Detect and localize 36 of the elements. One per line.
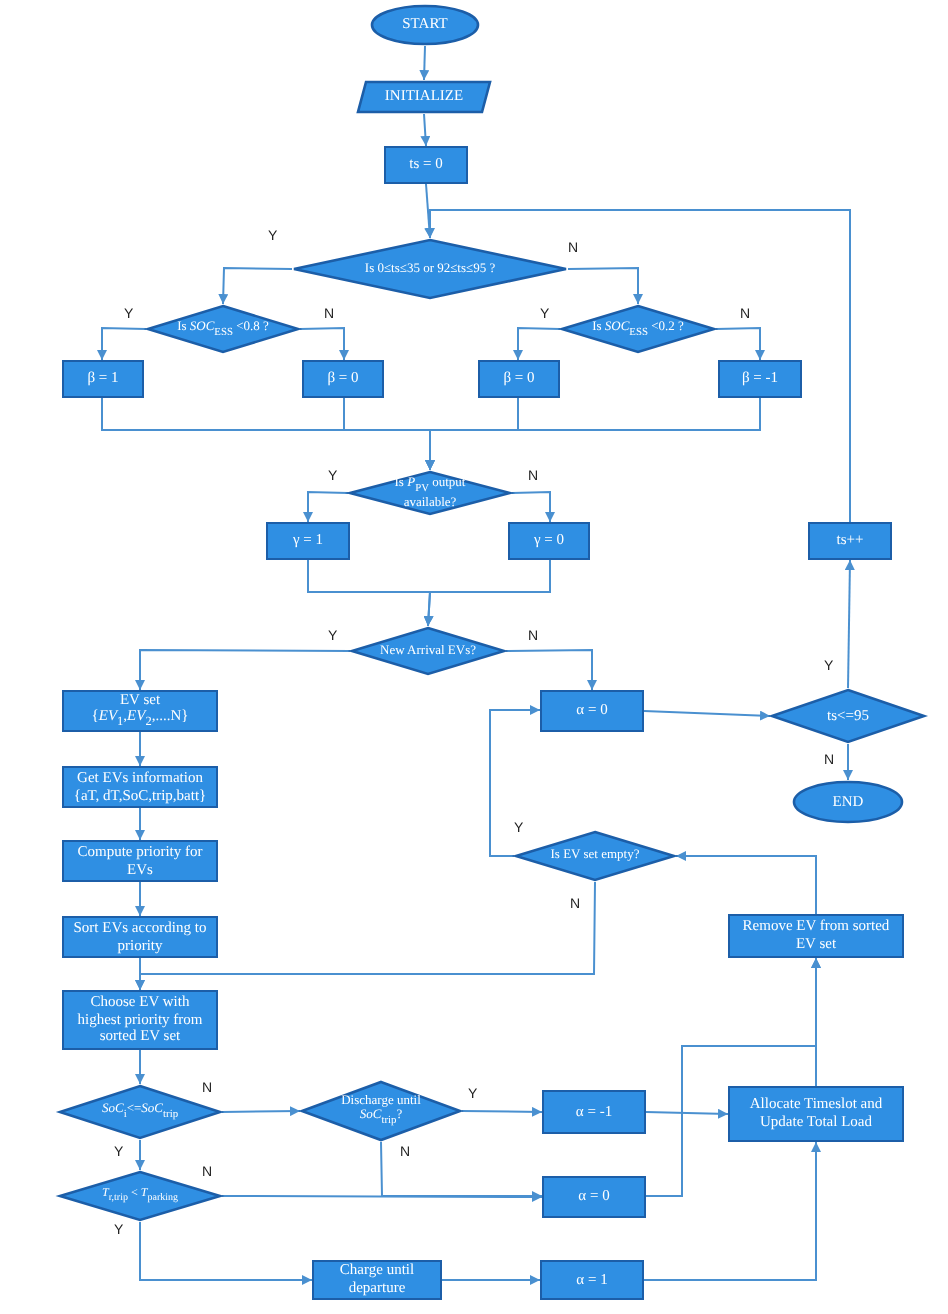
arrow bbox=[567, 267, 643, 305]
arrow bbox=[425, 397, 761, 471]
arrow bbox=[643, 710, 771, 721]
arrow bbox=[303, 490, 349, 523]
arrow bbox=[221, 1106, 301, 1117]
arrow bbox=[715, 326, 765, 361]
arrow bbox=[135, 731, 145, 767]
arrow bbox=[380, 1141, 543, 1201]
arrow bbox=[643, 1141, 821, 1281]
arrow bbox=[645, 1108, 729, 1119]
arrow bbox=[513, 326, 561, 361]
arrow bbox=[420, 113, 431, 147]
arrow bbox=[425, 209, 851, 523]
arrow bbox=[844, 559, 855, 689]
arrow bbox=[135, 881, 145, 917]
arrow bbox=[135, 807, 145, 841]
arrow bbox=[218, 267, 293, 305]
arrow bbox=[424, 183, 435, 239]
arrow bbox=[299, 326, 349, 361]
arrow bbox=[675, 851, 817, 915]
arrow bbox=[221, 1191, 543, 1202]
arrow bbox=[135, 1049, 145, 1085]
arrow bbox=[461, 1106, 543, 1117]
arrow bbox=[97, 326, 147, 361]
arrow bbox=[511, 490, 555, 523]
arrow bbox=[135, 649, 351, 691]
arrow bbox=[423, 559, 551, 627]
arrow bbox=[811, 957, 821, 1087]
arrow bbox=[139, 1221, 313, 1285]
arrow bbox=[135, 881, 596, 991]
arrow bbox=[843, 743, 853, 781]
arrow bbox=[441, 1275, 541, 1285]
arrow bbox=[135, 1139, 145, 1171]
arrow bbox=[505, 649, 597, 691]
arrow bbox=[489, 705, 541, 857]
arrow bbox=[419, 45, 430, 81]
